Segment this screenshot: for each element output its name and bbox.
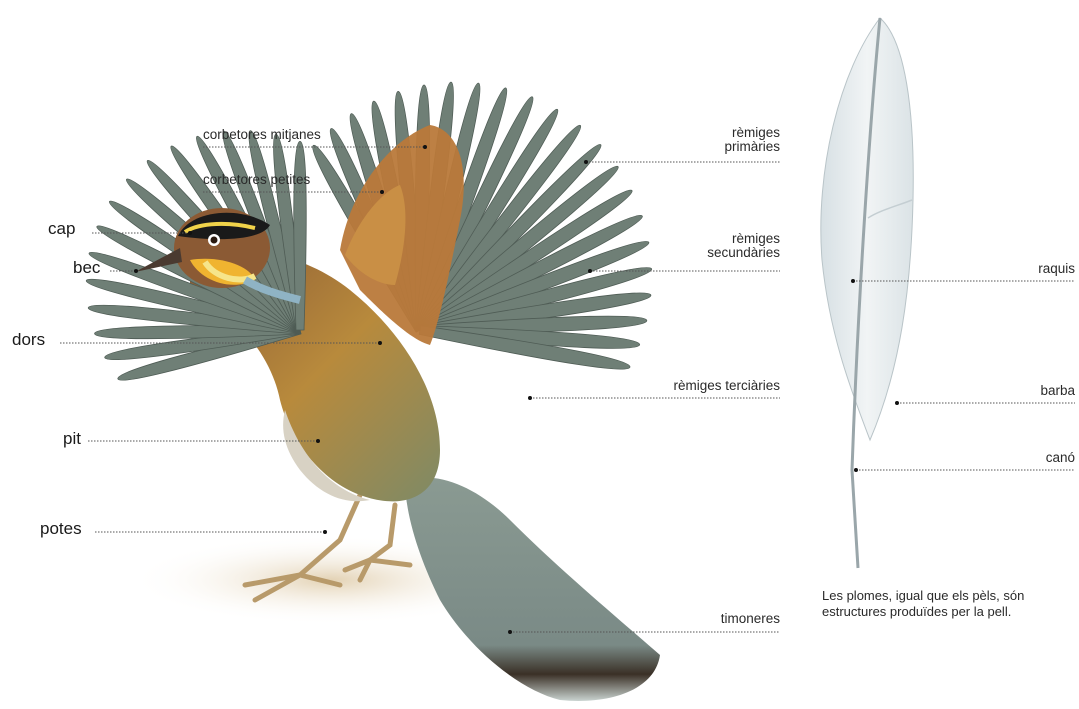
label-potes: potes: [40, 520, 82, 538]
label-timoneres: timoneres: [680, 612, 780, 626]
label-raquis: raquis: [975, 262, 1075, 276]
label-remiges-secundaries: rèmiges secundàries: [680, 232, 780, 260]
label-dors: dors: [12, 331, 45, 349]
label-remiges-secundaries-line2: secundàries: [680, 246, 780, 260]
tail: [405, 477, 660, 701]
label-pit: pit: [63, 430, 81, 448]
label-cap: cap: [48, 220, 75, 238]
label-remiges-terciaries: rèmiges terciàries: [630, 379, 780, 393]
label-remiges-primaries-line2: primàries: [690, 140, 780, 154]
label-remiges-primaries: rèmiges primàries: [690, 126, 780, 154]
feather-illustration: [821, 18, 913, 568]
label-corbetores-petites: corbetores petites: [203, 173, 310, 187]
feather-caption-line1: Les plomes, igual que els pèls, són: [822, 588, 1024, 604]
label-bec: bec: [73, 259, 100, 277]
label-remiges-primaries-line1: rèmiges: [690, 126, 780, 140]
label-remiges-secundaries-line1: rèmiges: [680, 232, 780, 246]
label-barba: barba: [975, 384, 1075, 398]
feather-caption-line2: estructures produïdes per la pell.: [822, 604, 1024, 620]
feather-caption: Les plomes, igual que els pèls, són estr…: [822, 588, 1024, 621]
label-cano: canó: [975, 451, 1075, 465]
label-corbetores-mitjanes: corbetores mitjanes: [203, 128, 321, 142]
